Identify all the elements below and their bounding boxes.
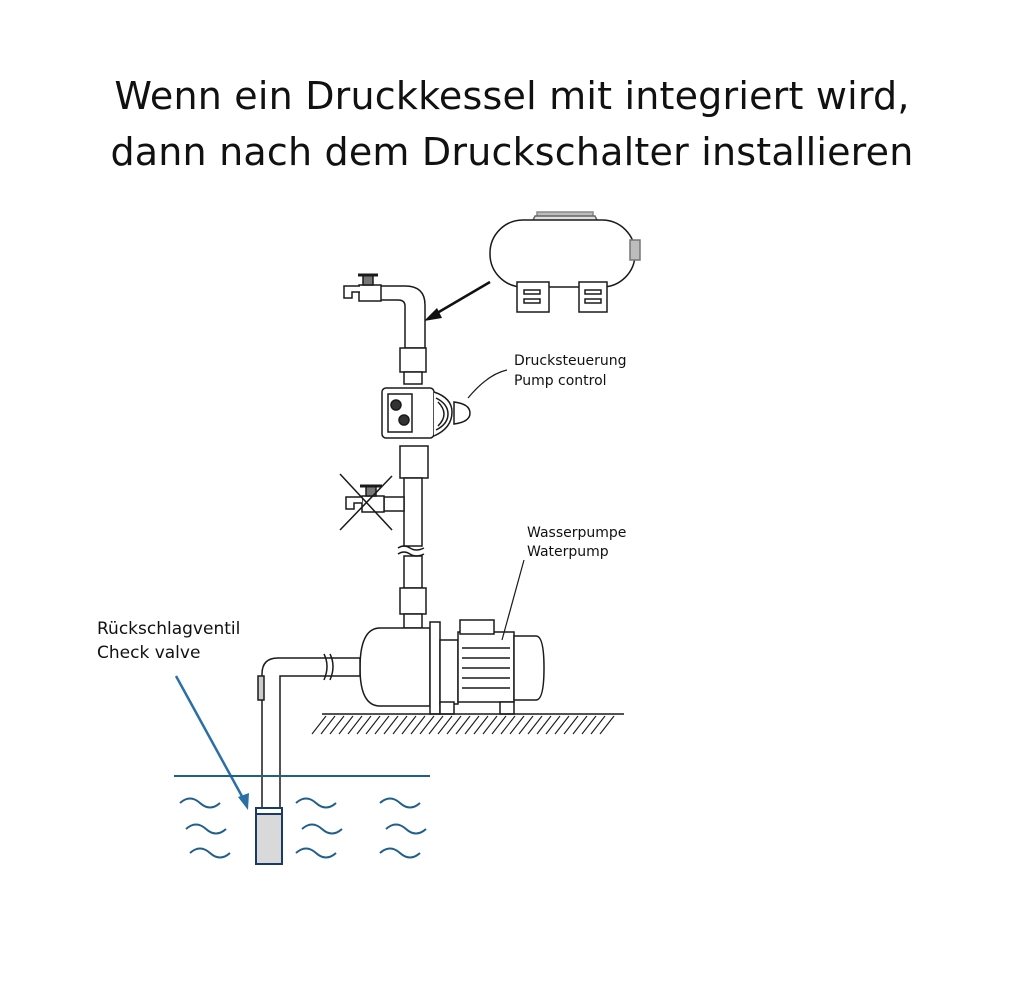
hatch-line bbox=[383, 715, 399, 735]
hatch-line bbox=[428, 715, 444, 735]
water-waves bbox=[179, 797, 427, 859]
water-pump bbox=[359, 619, 545, 715]
hatch-line bbox=[482, 715, 498, 735]
hatch-line bbox=[401, 715, 417, 735]
hatch-line bbox=[365, 715, 381, 735]
hatch-line bbox=[563, 715, 579, 735]
tank-connection-arrow bbox=[424, 280, 491, 321]
wave bbox=[185, 823, 227, 835]
top-faucet bbox=[343, 273, 426, 349]
wave bbox=[379, 847, 421, 859]
hatch-line bbox=[518, 715, 534, 735]
hatch-line bbox=[500, 715, 516, 735]
hatch-line bbox=[329, 715, 345, 735]
wave bbox=[295, 847, 337, 859]
wave bbox=[179, 797, 221, 809]
hatch-line bbox=[599, 715, 615, 735]
title-line-2: dann nach dem Druckschalter installieren bbox=[110, 130, 914, 174]
hatch-line bbox=[311, 715, 327, 735]
hatch-line bbox=[320, 715, 336, 735]
pipe-break-marks bbox=[397, 545, 425, 557]
hatch-line bbox=[491, 715, 507, 735]
hatch-line bbox=[347, 715, 363, 735]
wave bbox=[301, 823, 343, 835]
check-valve-arrow bbox=[174, 675, 249, 810]
label-pump-control-de: Drucksteuerung bbox=[514, 353, 627, 369]
label-check-valve-en: Check valve bbox=[97, 643, 200, 663]
suction-pipe bbox=[257, 653, 361, 813]
title-line-1: Wenn ein Druckkessel mit integriert wird… bbox=[114, 74, 910, 118]
leader-lines bbox=[467, 369, 525, 641]
label-pump-control-en: Pump control bbox=[514, 373, 607, 389]
hatch-line bbox=[356, 715, 372, 735]
label-water-pump-de: Wasserpumpe bbox=[527, 525, 626, 541]
hatch-line bbox=[572, 715, 588, 735]
label-check-valve-de: Rückschlagventil bbox=[97, 619, 240, 639]
label-water-pump-en: Waterpump bbox=[527, 544, 609, 560]
ground-hatching bbox=[311, 715, 615, 735]
hatch-line bbox=[527, 715, 543, 735]
wave bbox=[189, 847, 231, 859]
hatch-line bbox=[455, 715, 471, 735]
hatch-line bbox=[392, 715, 408, 735]
hatch-line bbox=[374, 715, 390, 735]
hatch-line bbox=[437, 715, 453, 735]
diagram-title: Wenn ein Druckkessel mit integriert wird… bbox=[0, 68, 1024, 180]
hatch-line bbox=[545, 715, 561, 735]
hatch-line bbox=[554, 715, 570, 735]
wave bbox=[385, 823, 427, 835]
crossed-out-faucet bbox=[339, 473, 405, 531]
hatch-line bbox=[338, 715, 354, 735]
hatch-line bbox=[473, 715, 489, 735]
hatch-line bbox=[410, 715, 426, 735]
check-valve bbox=[255, 807, 283, 865]
vertical-pipe bbox=[399, 347, 429, 629]
hatch-line bbox=[419, 715, 435, 735]
hatch-line bbox=[581, 715, 597, 735]
hatch-line bbox=[446, 715, 462, 735]
hatch-line bbox=[464, 715, 480, 735]
pump-control-unit bbox=[381, 387, 471, 439]
hatch-line bbox=[509, 715, 525, 735]
wave bbox=[295, 797, 337, 809]
hatch-line bbox=[536, 715, 552, 735]
wave bbox=[379, 797, 421, 809]
pressure-tank bbox=[489, 211, 641, 313]
hatch-line bbox=[590, 715, 606, 735]
